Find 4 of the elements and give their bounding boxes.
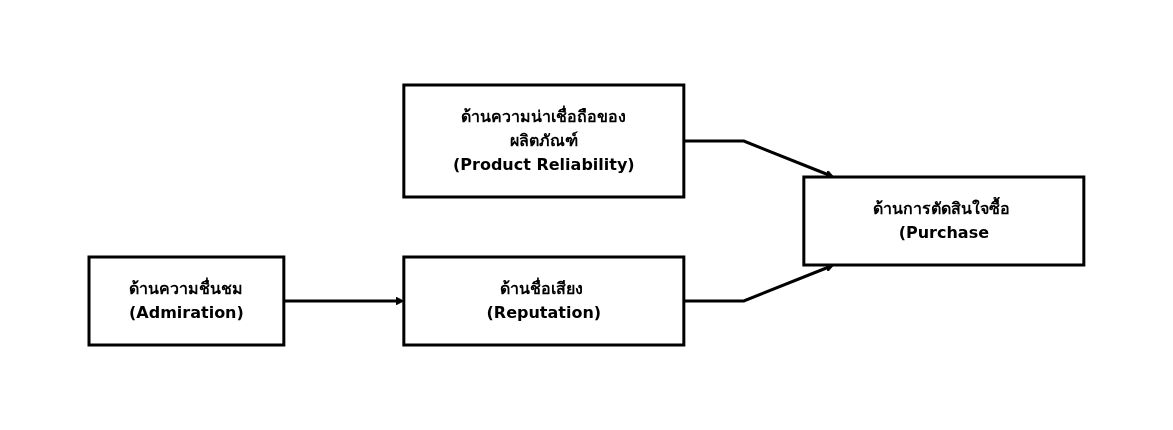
node-box: ด้านความชื่นชม (Admiration) xyxy=(87,255,286,347)
node-box: ด้านความน่าเชื่อถือของผลิตภัณฑ์ (Product Reliability) xyxy=(402,83,686,199)
node-box: ด้านชื่อเสียง (Reputation) xyxy=(402,255,686,347)
node-box: ด้านการตัดสินใจซื้อ (Purchase xyxy=(802,175,1086,267)
